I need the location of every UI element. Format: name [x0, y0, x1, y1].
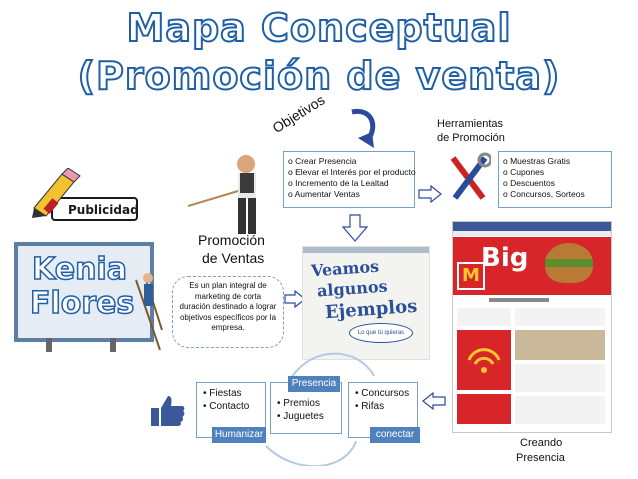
page-subtitle: (Promoción de venta)	[77, 53, 561, 99]
objetivo-item: o Crear Presencia	[288, 156, 357, 166]
objetivos-heading: Objetivos	[269, 91, 328, 136]
creando-line1: Creando	[520, 437, 563, 449]
pencil-icon	[32, 167, 138, 221]
right-arrow-icon	[284, 290, 306, 308]
post-image	[457, 330, 511, 390]
cycle-item: • Fiestas	[203, 388, 242, 399]
promocion-title-line1: Promoción	[198, 232, 265, 248]
publicidad-logo: Publicidad	[32, 167, 142, 232]
herramientas-heading-line1: Herramientas	[437, 118, 504, 130]
down-arrow-icon	[342, 214, 368, 242]
cycle-item: • Premios	[277, 398, 320, 409]
promocion-description-box: Es un plan integral de marketing de cort…	[172, 276, 284, 348]
promocion-title-line2: de Ventas	[202, 250, 265, 266]
objetivo-item: o Aumentar Ventas	[288, 189, 360, 199]
creando-line2: Presencia	[516, 452, 565, 464]
profile-logo: M	[457, 262, 485, 290]
publicidad-label: Publicidad	[68, 203, 139, 217]
left-arrow-icon	[422, 392, 446, 410]
speech-bubble: Lo que tú quieras	[349, 323, 413, 343]
speech-bubble-text: Lo que tú quieras	[357, 330, 405, 336]
ejemplos-line2: algunos	[316, 276, 389, 301]
like-thumbs-up-icon	[151, 396, 185, 426]
cycle-label-presencia: Presencia	[288, 376, 340, 392]
ejemplos-image: Veamos algunos Ejemplos Lo que tú quiera…	[302, 246, 430, 360]
herramienta-item: o Descuentos	[503, 178, 555, 188]
painter-figure	[135, 273, 163, 350]
objetivo-item: o Incremento de la Lealtad	[288, 178, 389, 188]
curved-arrow-icon	[351, 108, 376, 148]
herramienta-item: o Concursos, Sorteos	[503, 189, 585, 199]
herramientas-heading-line2: de Promoción	[437, 132, 505, 144]
cycle-connector	[265, 352, 375, 466]
cycle-item: • Rifas	[355, 401, 385, 412]
facebook-screenshot: Big M	[452, 221, 612, 433]
man-pulling-rope-image	[188, 155, 256, 234]
herramientas-box: o Muestras Gratis o Cupones o Descuentos…	[498, 151, 612, 208]
billboard: Kenia Flores	[14, 242, 164, 352]
cycle-label-humanizar: Humanizar	[212, 427, 266, 443]
objetivos-box: o Crear Presencia o Elevar el Interés po…	[283, 151, 416, 208]
billboard-name-line1: Kenia	[31, 251, 127, 288]
right-arrow-icon	[418, 185, 442, 203]
herramienta-item: o Muestras Gratis	[503, 156, 571, 166]
cover-big-text: Big	[481, 243, 529, 273]
herramienta-item: o Cupones	[503, 167, 545, 177]
billboard-name-line2: Flores	[29, 285, 135, 322]
objetivo-item: o Elevar el Interés por el producto	[288, 167, 416, 177]
page-title: Mapa Conceptual	[126, 5, 512, 51]
cycle-label-conectar: conectar	[370, 427, 420, 443]
promocion-description: Es un plan integral de marketing de cort…	[179, 281, 277, 332]
cycle-item: • Juguetes	[277, 411, 324, 422]
ejemplos-line3: Ejemplos	[324, 295, 418, 324]
tools-icon	[450, 152, 491, 200]
cycle-item: • Contacto	[203, 401, 250, 412]
cycle-item: • Concursos	[355, 388, 410, 399]
